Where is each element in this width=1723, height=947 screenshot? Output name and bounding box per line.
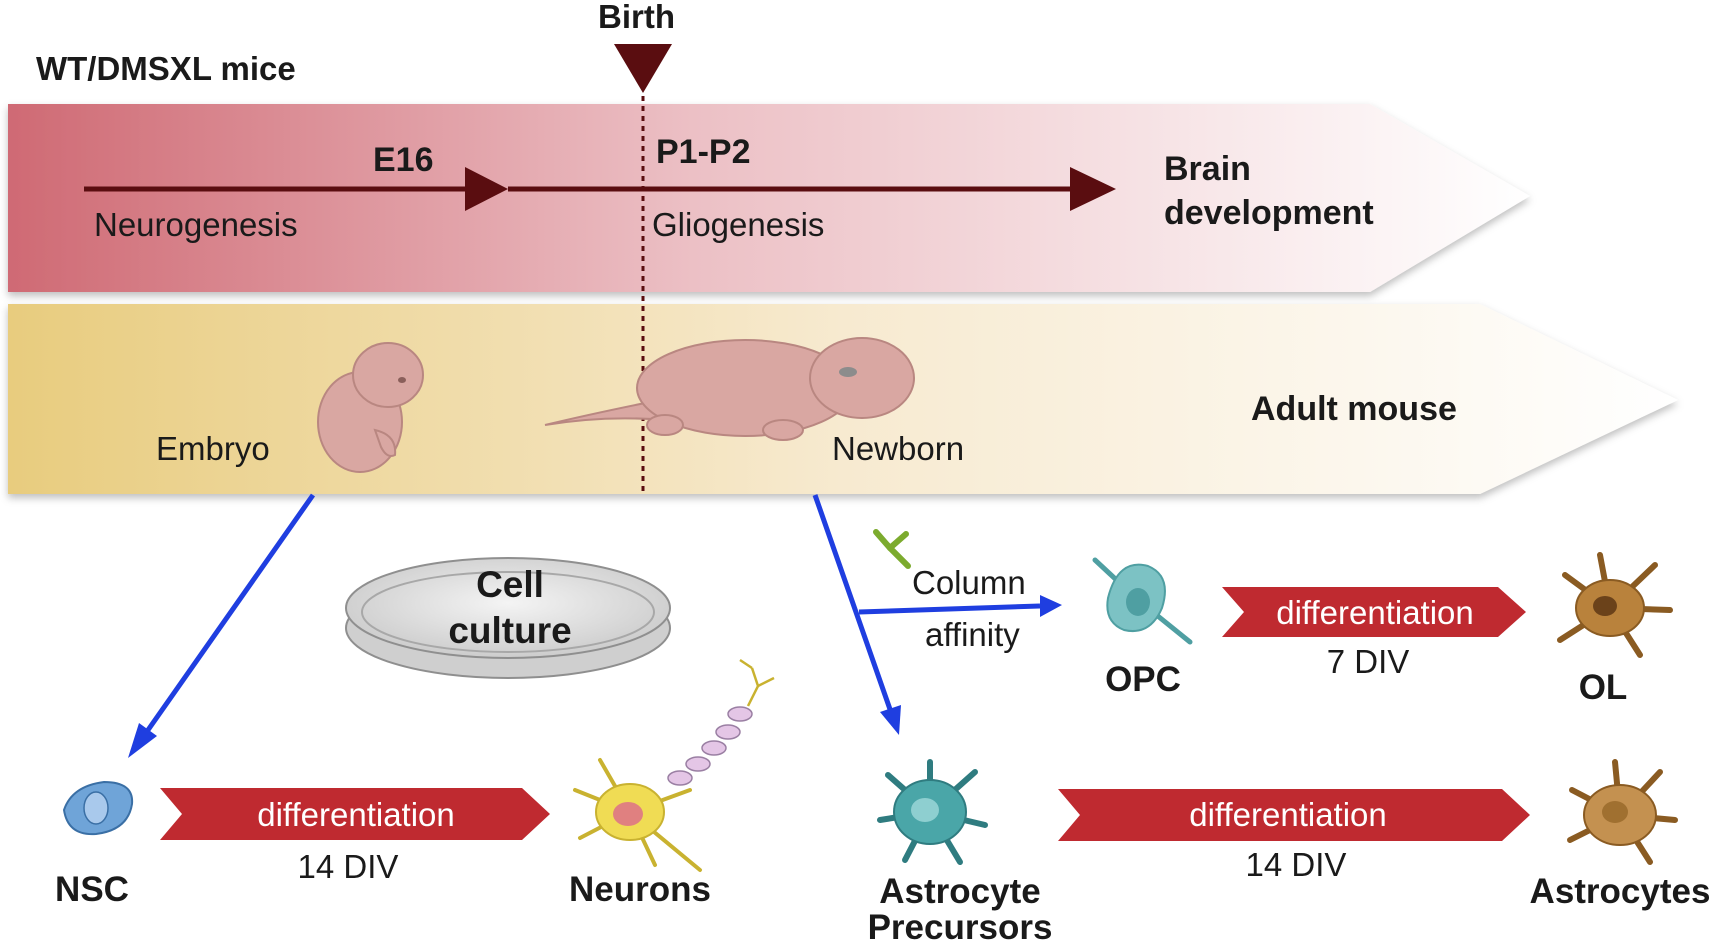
astrocyte-label: Astrocyte: [879, 872, 1041, 911]
page-title: WT/DMSXL mice: [36, 50, 296, 87]
e16-label: E16: [373, 141, 434, 179]
development-label: development: [1164, 194, 1374, 232]
precursors-label: Precursors: [867, 908, 1053, 947]
column-label: Column: [912, 564, 1026, 601]
opc-label: OPC: [1105, 660, 1181, 699]
p1p2-label: P1-P2: [656, 133, 751, 171]
newborn-mouse-icon: [544, 337, 915, 441]
newborn-label: Newborn: [832, 430, 965, 467]
nsc-label: NSC: [55, 870, 129, 909]
astrocytes-label: Astrocytes: [1529, 872, 1711, 911]
neuron-differentiation-arrow: [160, 788, 550, 840]
adult-mouse-label: Adult mouse: [1251, 390, 1457, 428]
opc-cell-icon: [1092, 557, 1193, 645]
cell-label: Cell: [476, 564, 544, 605]
newborn-to-precursors-arrow: [812, 494, 901, 735]
brain-label: Brain: [1164, 150, 1251, 188]
astrocyte-precursor-icon: [877, 759, 988, 865]
astrocyte-icon: [1567, 759, 1678, 865]
neuron-diff-label: differentiation: [257, 796, 455, 833]
neuron-cell-icon: [573, 658, 775, 872]
birth-marker-icon: [614, 44, 672, 93]
birth-label: Birth: [598, 0, 675, 35]
astro-differentiation-arrow: [1058, 789, 1530, 841]
gliogenesis-label: Gliogenesis: [652, 206, 825, 243]
astro-diff-label: differentiation: [1189, 796, 1387, 833]
neurogenesis-arrow: [84, 167, 508, 211]
embryo-label: Embryo: [156, 430, 270, 467]
antibody-icon: [873, 529, 911, 569]
neurogenesis-label: Neurogenesis: [94, 206, 298, 243]
neuron-duration-label: 14 DIV: [297, 848, 399, 885]
affinity-label: affinity: [925, 616, 1020, 653]
opc-diff-label: differentiation: [1276, 594, 1474, 631]
oligodendrocyte-icon: [1557, 552, 1673, 658]
opc-duration-label: 7 DIV: [1326, 643, 1410, 680]
timeline-band: [8, 104, 1530, 292]
gliogenesis-arrow: [508, 167, 1116, 211]
astro-duration-label: 14 DIV: [1245, 846, 1347, 883]
culture-label: culture: [448, 610, 572, 651]
column-affinity-arrow: [858, 595, 1062, 617]
embryo-icon: [317, 342, 424, 473]
neurons-label: Neurons: [569, 870, 711, 909]
embryo-to-nsc-arrow: [128, 493, 316, 758]
nsc-cell-icon: [62, 780, 134, 836]
petri-dish-icon: [345, 557, 671, 679]
opc-differentiation-arrow: [1222, 587, 1526, 637]
ol-label: OL: [1578, 668, 1628, 707]
